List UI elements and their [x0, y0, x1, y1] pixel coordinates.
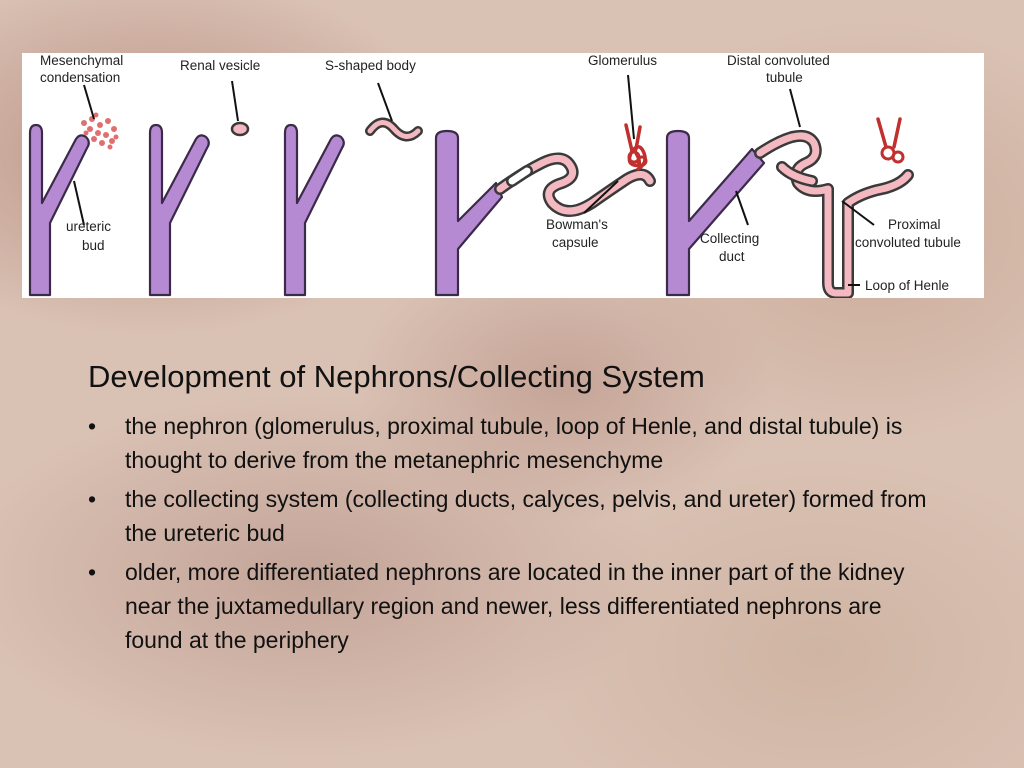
label-bowmans-capsule: Bowman's capsule — [546, 217, 612, 250]
bullet-text: older, more differentiated nephrons are … — [125, 559, 905, 654]
bullet-glyph: • — [88, 486, 97, 513]
bullet-glyph: • — [88, 413, 97, 440]
bullet-text: the nephron (glomerulus, proximal tubule… — [125, 413, 903, 474]
bullet-item: • the collecting system (collecting duct… — [88, 482, 938, 550]
label-collecting-duct: Collecting duct — [700, 231, 763, 264]
stage-mesenchymal-condensation — [28, 84, 119, 297]
label-loop-of-henle: Loop of Henle — [865, 278, 949, 293]
mesenchymal-condensation-dots — [81, 112, 119, 150]
nephron-development-figure: Mesenchymal condensation Renal vesicle S… — [22, 53, 984, 298]
stage-mature-nephron — [665, 88, 914, 298]
label-renal-vesicle: Renal vesicle — [180, 58, 260, 73]
bullet-list: • the nephron (glomerulus, proximal tubu… — [88, 409, 938, 657]
label-glomerulus: Glomerulus — [588, 53, 657, 68]
label-proximal-convoluted-tubule: Proximal convoluted tubule — [855, 217, 961, 250]
slide-title: Development of Nephrons/Collecting Syste… — [88, 359, 705, 394]
label-ureteric-bud: ureteric bud — [66, 219, 115, 253]
stage-s-shaped-body — [283, 82, 423, 297]
bullet-item: • the nephron (glomerulus, proximal tubu… — [88, 409, 938, 477]
label-distal-convoluted-tubule: Distal convoluted tubule — [727, 53, 834, 85]
bullet-glyph: • — [88, 559, 97, 586]
slide-content: Development of Nephrons/Collecting Syste… — [88, 358, 938, 662]
bullet-item: • older, more differentiated nephrons ar… — [88, 555, 938, 657]
nephron-development-diagram: Mesenchymal condensation Renal vesicle S… — [28, 53, 961, 298]
label-s-shaped-body: S-shaped body — [325, 58, 416, 73]
stage-renal-vesicle — [148, 80, 250, 297]
label-mesenchymal-condensation: Mesenchymal condensation — [40, 53, 127, 85]
bullet-text: the collecting system (collecting ducts,… — [125, 486, 927, 547]
stage-bowmans-capsule — [434, 74, 656, 297]
